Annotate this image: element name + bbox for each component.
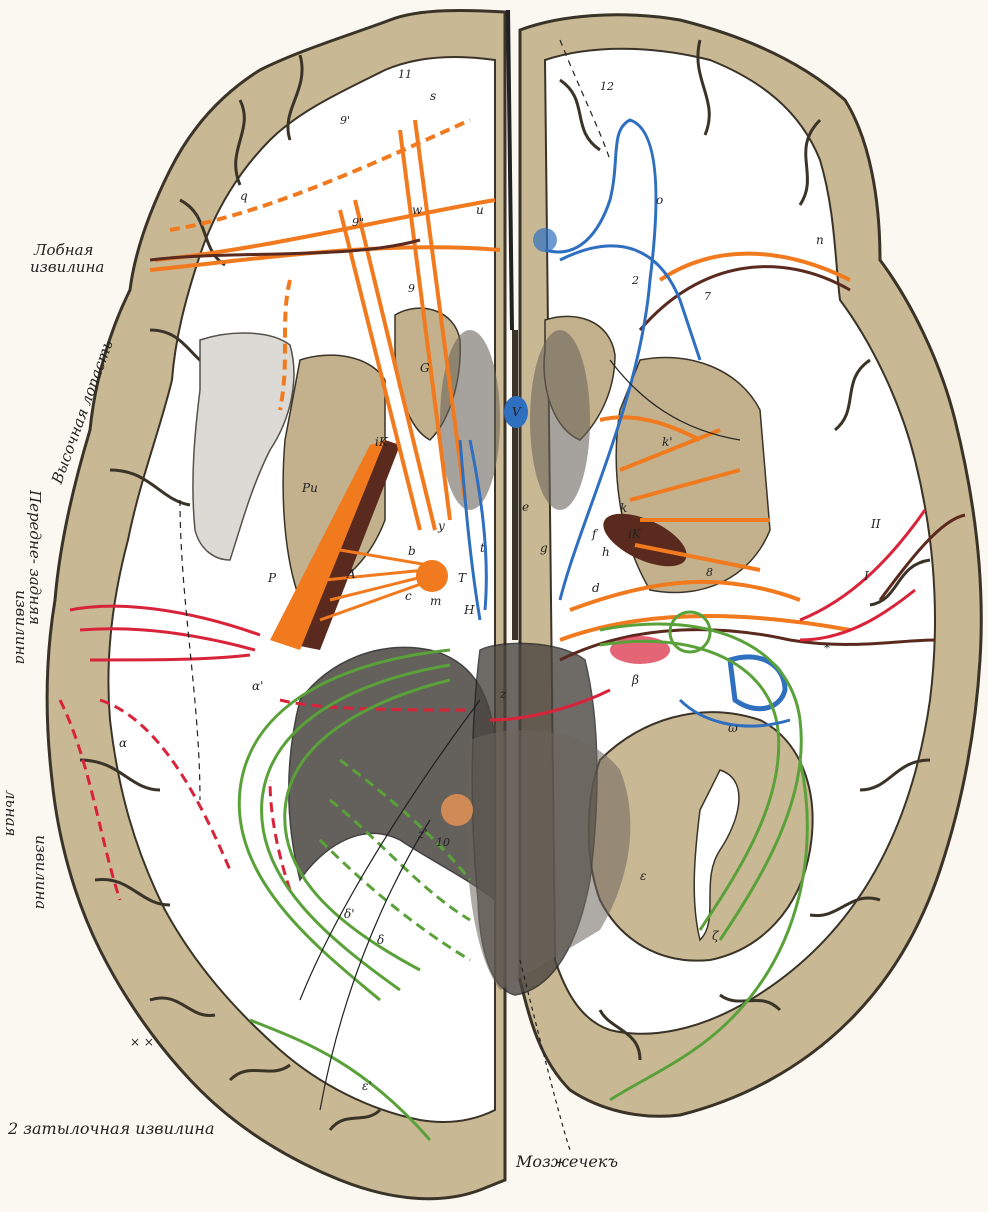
mark-g: g	[540, 541, 548, 555]
mark-G: G	[420, 361, 430, 375]
mark-asterisk: *	[824, 641, 830, 655]
mark-iK-left: iK	[375, 435, 389, 449]
label-frontal-line2: извилина	[30, 259, 104, 276]
mark-t: t	[480, 541, 485, 555]
label-occipital-partial-2: извилина	[32, 835, 50, 909]
mark-z-prime: z'	[417, 827, 428, 841]
mark-Pu: Pu	[301, 481, 318, 495]
left-thalamus-dark	[440, 330, 500, 510]
mark-e: e	[522, 500, 529, 514]
mark-alpha-prime: α'	[252, 679, 263, 693]
mark-z: z	[499, 687, 507, 701]
label-cerebellum: Мозжечекъ	[516, 1153, 618, 1171]
label-second-occipital-gyrus: 2 затылочная извилина	[8, 1120, 214, 1138]
label-central-right-text: извилина	[12, 590, 30, 664]
olfactory-blob	[533, 228, 557, 252]
mark-b: b	[408, 544, 416, 558]
mark-d: d	[592, 581, 600, 595]
mark-12: 12	[600, 80, 614, 93]
mark-P: P	[267, 571, 277, 585]
label-occipital-partial: льная	[2, 790, 20, 836]
label-central-line1: Передне-	[26, 490, 44, 564]
mark-I: I	[863, 569, 869, 583]
right-thalamus-dark	[530, 330, 590, 510]
mark-epsilon: ε	[640, 869, 646, 883]
label-occipital-partial-text: льная	[2, 790, 20, 836]
mark-k: k	[620, 501, 627, 515]
mark-II: II	[870, 517, 881, 531]
mark-11: 11	[398, 68, 412, 81]
mark-delta-prime: δ'	[344, 907, 355, 921]
mark-k-prime: k'	[662, 435, 673, 449]
mark-A: A	[346, 567, 356, 581]
label-occipital-partial-2-text: извилина	[32, 835, 50, 909]
mark-crosses: × ×	[130, 1035, 154, 1049]
mark-2: 2	[631, 274, 639, 287]
mark-q: q	[240, 189, 248, 203]
mark-10: 10	[436, 836, 450, 849]
mark-s: s	[430, 89, 436, 103]
label-central-right: извилина	[12, 590, 30, 664]
mark-alpha: α	[119, 736, 127, 750]
mark-epsilon-prime: ε'	[362, 1079, 372, 1093]
mark-delta: δ	[377, 933, 384, 947]
mark-w: w	[412, 203, 423, 217]
mark-omega: ω	[728, 721, 738, 735]
mark-c: c	[405, 589, 412, 603]
mark-beta: β	[631, 673, 639, 687]
mark-n: n	[816, 233, 824, 247]
mark-o: o	[656, 193, 663, 207]
mark-h: h	[602, 545, 610, 559]
label-frontal-gyrus: Лобная извилина	[30, 242, 104, 275]
mark-T: T	[458, 571, 467, 585]
mark-9: 9	[408, 282, 415, 295]
mark-iK-right: iK	[628, 527, 642, 541]
mark-m: m	[430, 594, 441, 608]
mark-9-double-prime: 9"	[352, 216, 364, 229]
label-frontal-line1: Лобная	[30, 242, 104, 259]
mark-7: 7	[704, 290, 711, 303]
mark-8: 8	[706, 566, 713, 579]
nucleus-z-prime	[441, 794, 473, 826]
mark-H: H	[463, 603, 475, 617]
mark-u: u	[476, 203, 484, 217]
mark-9-prime: 9'	[340, 114, 350, 127]
mark-V: V	[512, 405, 522, 419]
mark-y: y	[437, 519, 445, 533]
